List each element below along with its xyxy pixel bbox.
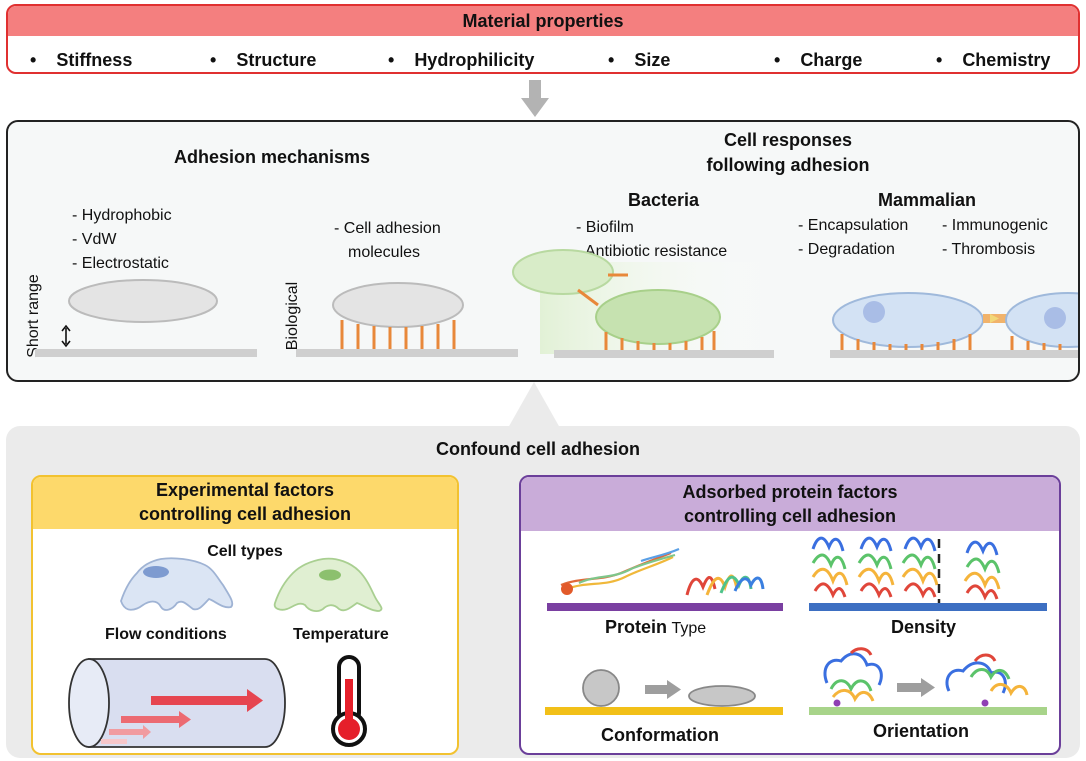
conformation-substrate (545, 707, 783, 715)
mammalian-cell (832, 292, 984, 348)
mammalian-title: Mammalian (878, 190, 977, 210)
sparse-proteins-icon (963, 540, 1001, 601)
flow-arrows-icon (101, 689, 263, 744)
native-protein-shape (582, 669, 620, 707)
bacteria-item: - Antibiotic resistance (576, 243, 728, 260)
short-range-item: - Electrostatic (72, 255, 169, 272)
property-charge: • Charge (774, 50, 863, 70)
adsorbed-title-line2: controlling cell adhesion (683, 506, 897, 526)
adsorbed-protein-panel: Adsorbed protein factors controlling cel… (519, 475, 1061, 755)
orientation-substrate (809, 707, 1047, 715)
material-properties-panel: Material properties • Stiffness • Struct… (6, 4, 1080, 74)
property-size: • Size (608, 50, 671, 70)
globular-protein-icon (685, 574, 765, 596)
short-range-item: - VdW (72, 231, 117, 248)
mammalian-adhesion-molecules (840, 334, 1062, 350)
callout-pointer (508, 382, 560, 428)
adhesion-illustrations (35, 249, 1078, 358)
property-hydrophilicity: • Hydrophilicity (388, 50, 535, 70)
biological-substrate (296, 349, 518, 357)
responses-title-line1: Cell responses (723, 130, 853, 150)
orientation-label: Orientation (873, 721, 970, 741)
protein-orientation-a (823, 647, 883, 707)
property-stiffness: • Stiffness (30, 50, 133, 70)
thermometer-icon (331, 655, 367, 747)
density-substrate (809, 603, 1047, 611)
experimental-title-line1: Experimental factors (155, 480, 335, 500)
bacteria-substrate (554, 350, 774, 358)
double-arrow-icon (61, 324, 71, 348)
confound-title: Confound cell adhesion (435, 439, 640, 459)
mammalian-substrate (830, 350, 1078, 358)
protein-type-substrate (547, 603, 783, 611)
adhesion-mechanisms-title: Adhesion mechanisms (174, 147, 371, 167)
mammalian-item: - Encapsulation (798, 217, 909, 234)
cell-types-label: Cell types (207, 543, 283, 560)
down-arrow-icon (521, 80, 549, 117)
protein-orientation-b (945, 653, 1029, 707)
adsorbed-illustrations (545, 536, 1047, 715)
mammalian-nucleus (863, 301, 885, 323)
mammalian-cell-neighbor (1005, 292, 1078, 348)
elongated-protein-icon (560, 547, 680, 595)
short-range-cell (68, 279, 218, 323)
dense-proteins-icon (811, 536, 939, 599)
mammalian-item: - Immunogenic (942, 217, 1048, 234)
short-range-substrate (35, 349, 257, 357)
denatured-protein-shape (688, 685, 756, 707)
biological-item: - Cell adhesion (334, 220, 441, 237)
short-range-item: - Hydrophobic (72, 207, 172, 224)
density-label: Density (891, 617, 957, 637)
experimental-illustrations (68, 557, 383, 748)
biological-item: molecules (348, 244, 421, 261)
bacterium-upper (512, 249, 614, 295)
adsorbed-title-line1: Adsorbed protein factors (682, 482, 898, 502)
flow-conditions-label: Flow conditions (105, 626, 227, 643)
bacterium-cell (595, 289, 721, 345)
experimental-factors-header: Experimental factors controlling cell ad… (33, 477, 457, 529)
property-chemistry: • Chemistry (936, 50, 1051, 70)
experimental-factors-panel: Experimental factors controlling cell ad… (31, 475, 459, 755)
adhesion-panel: Adhesion mechanisms - Hydrophobic - VdW … (6, 120, 1080, 382)
bacteria-title: Bacteria (628, 190, 700, 210)
material-properties-title: Material properties (8, 6, 1078, 36)
biological-cell (332, 282, 464, 328)
protein-type-label: Protein Type (605, 617, 707, 637)
mammalian-item: - Degradation (798, 241, 895, 258)
responses-title-line2: following adhesion (706, 155, 870, 175)
mammalian-item: - Thrombosis (942, 241, 1036, 258)
mammalian-cell-type-a (120, 557, 234, 611)
bacteria-item: - Biofilm (576, 219, 634, 236)
adsorbed-protein-header: Adsorbed protein factors controlling cel… (521, 477, 1059, 531)
conformation-label: Conformation (601, 725, 719, 745)
bacteria-adhesins (604, 331, 716, 350)
property-structure: • Structure (210, 50, 317, 70)
temperature-label: Temperature (293, 626, 389, 643)
experimental-title-line2: controlling cell adhesion (138, 504, 352, 524)
adhesion-molecules (340, 320, 456, 349)
mammalian-cell-type-b (273, 557, 383, 612)
